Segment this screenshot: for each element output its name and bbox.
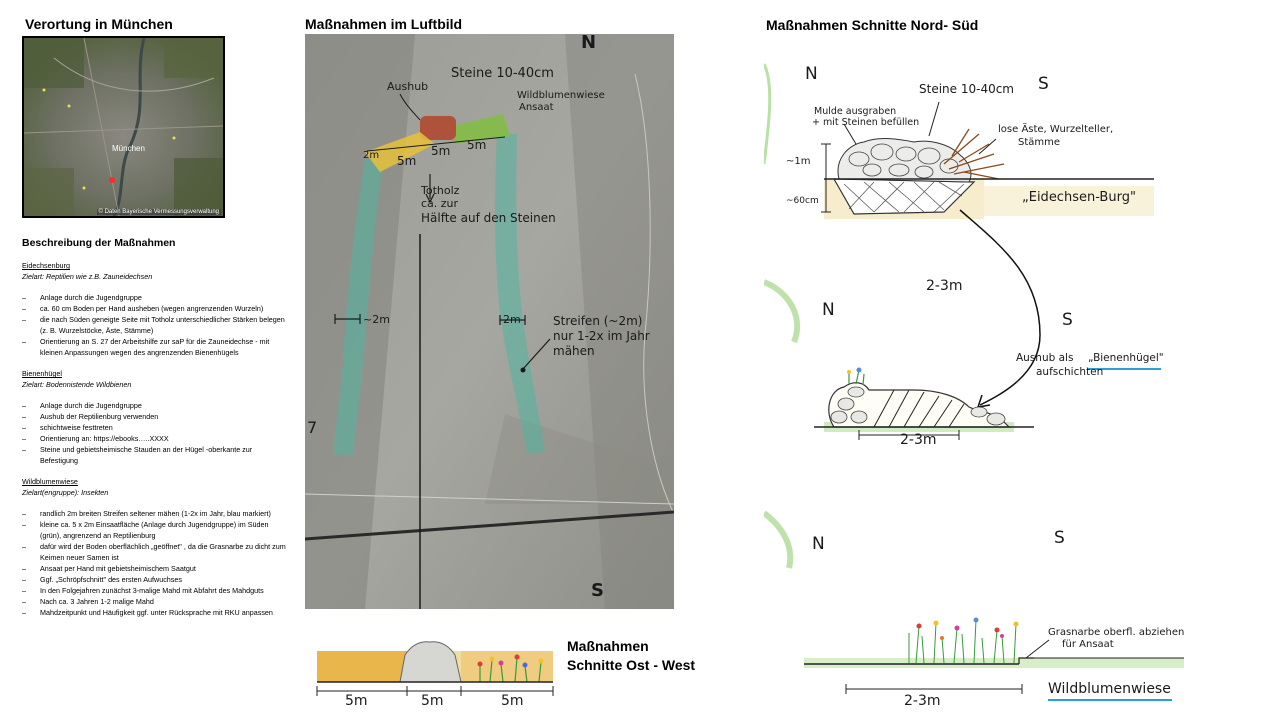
ns3-north-marker: N — [812, 534, 825, 554]
ns1-depth-1m: ~1m — [786, 156, 811, 167]
list-item: In den Folgejahren zunächst 3-malige Mah… — [22, 585, 287, 596]
ns1-depth-60cm: ~60cm — [786, 196, 819, 206]
edge-number: 7 — [307, 418, 318, 437]
aerial-photo — [305, 34, 674, 609]
list-item: Orientierung an: https://ebooks…..XXXX — [22, 433, 287, 444]
wildblumen-label: Wildblumenwiese — [517, 90, 605, 101]
measure-list: Anlage durch die Jugendgruppe Aushub der… — [22, 400, 287, 466]
list-item: Anlage durch die Jugendgruppe — [22, 292, 287, 303]
ns2-aushub-label: Aushub als — [1016, 352, 1074, 364]
list-item: Ansaat per Hand mit gebietsheimischem Sa… — [22, 563, 287, 574]
ns2-bienenhuegel-label: „Bienenhügel" — [1088, 352, 1164, 364]
map-city-label: München — [112, 144, 145, 153]
section-bienenhuegel: Bienenhügel Zielart: Bodennistende Wildb… — [22, 368, 287, 466]
list-item: Nach ca. 3 Jahren 1-2 malige Mahd — [22, 596, 287, 607]
wildblumenwiese-drawing — [762, 510, 1184, 701]
satellite-map-image — [24, 38, 223, 216]
munich-location-map: München © Daten Bayerische Vermessungsve… — [22, 36, 225, 218]
ns1-mulde-label: Mulde ausgraben — [814, 106, 897, 117]
ns1-staemme-label: Stämme — [1018, 137, 1061, 148]
measure-list: Anlage durch die Jugendgruppe ca. 60 cm … — [22, 292, 287, 358]
dim-5m-right: 5m — [467, 138, 487, 152]
description-title: Beschreibung der Maßnahmen — [22, 237, 176, 249]
ns3-south-marker: S — [1054, 528, 1065, 548]
ns1-south-marker: S — [1038, 74, 1049, 94]
list-item: Orientierung an S. 27 der Arbeitshilfe z… — [22, 336, 287, 358]
map-credit: © Daten Bayerische Vermessungsverwaltung — [96, 209, 221, 215]
list-item: ca. 60 cm Boden per Hand ausheben (wegen… — [22, 303, 287, 314]
list-item: Aushub der Reptilienburg verwenden — [22, 411, 287, 422]
section-title: Eidechsenburg — [22, 261, 70, 270]
streifen-label-1: Streifen (~2m) — [553, 314, 643, 328]
ns1-eidechsenburg-label: „Eidechsen-Burg" — [1022, 190, 1136, 205]
list-item: die nach Süden geneigte Seite mit Tothol… — [22, 314, 287, 336]
section-target: Zielart(engruppe): Insekten — [22, 488, 109, 497]
dim-5m-center: 5m — [431, 144, 451, 158]
ns3-ansaat-label: für Ansaat — [1062, 639, 1114, 650]
right-strip-width: 2m — [503, 313, 521, 326]
list-item: schichtweise festtreten — [22, 422, 287, 433]
aerial-heading: Maßnahmen im Luftbild — [305, 16, 463, 32]
ew-dim-2: 5m — [421, 693, 444, 709]
list-item: Steine und gebietsheimische Stauden an d… — [22, 444, 287, 466]
ew-section-drawing — [316, 641, 554, 696]
list-item: randlich 2m breiten Streifen seltener mä… — [22, 508, 287, 519]
ns1-mulde-label-2: + mit Steinen befüllen — [812, 117, 920, 128]
list-item: Mahdzeitpunkt und Häufigkeit ggf. unter … — [22, 607, 287, 618]
section-title: Bienenhügel — [22, 369, 62, 378]
location-heading: Verortung in München — [25, 16, 173, 32]
aushub-label: Aushub — [387, 80, 429, 93]
ns2-width-top: 2-3m — [926, 278, 963, 294]
ew-heading-line2: Schnitte Ost - West — [567, 657, 696, 673]
dim-5m-left: 5m — [397, 154, 417, 168]
ns-section-bienenhuegel: N S 2-3m Aushub als „Bienenhügel" aufsch… — [762, 272, 1204, 462]
list-item: Anlage durch die Jugendgruppe — [22, 400, 287, 411]
ns1-steine-label: Steine 10-40cm — [919, 82, 1014, 96]
totholz-note-2: Hälfte auf den Steinen — [421, 211, 556, 225]
section-wildblumenwiese: Wildblumenwiese Zielart(engruppe): Insek… — [22, 476, 287, 618]
ns-sections-heading: Maßnahmen Schnitte Nord- Süd — [766, 17, 979, 33]
east-west-section-sketch: 5m 5m 5m — [305, 620, 570, 716]
measures-description: Beschreibung der Maßnahmen Eidechsenburg… — [22, 236, 287, 628]
list-item: Ggf. „Schröpfschnitt" des ersten Aufwuch… — [22, 574, 287, 585]
section-target: Zielart: Reptilien wie z.B. Zauneidechse… — [22, 272, 153, 281]
ns3-grasnarbe-label: Grasnarbe oberfl. abziehen — [1048, 627, 1185, 638]
ns2-north-marker: N — [822, 300, 835, 320]
ew-dim-3: 5m — [501, 693, 524, 709]
streifen-label-3: mähen — [553, 344, 595, 358]
ns3-wildblumenwiese-label: Wildblumenwiese — [1048, 681, 1171, 697]
totholz-note-1: ca. zur — [421, 197, 459, 210]
ns2-width-bottom: 2-3m — [900, 432, 937, 448]
ns-section-eidechsenburg: N S Steine 10-40cm Mulde ausgraben + mit… — [762, 44, 1204, 230]
ns2-south-marker: S — [1062, 310, 1073, 330]
ns-section-wildblumenwiese: N S Grasnarbe oberfl. abziehen für Ansaa… — [762, 508, 1204, 714]
ew-dim-1: 5m — [345, 693, 368, 709]
steine-label: Steine 10-40cm — [451, 66, 554, 81]
ns3-width: 2-3m — [904, 693, 941, 709]
north-marker: N — [581, 34, 597, 53]
section-target: Zielart: Bodennistende Wildbienen — [22, 380, 132, 389]
aerial-photo-panel: N S Aushub Steine 10-40cm Wildblumenwies… — [305, 34, 674, 609]
streifen-label-2: nur 1-2x im Jahr — [553, 329, 650, 343]
measure-list: randlich 2m breiten Streifen seltener mä… — [22, 508, 287, 618]
dim-2m: 2m — [363, 150, 380, 161]
south-marker: S — [591, 580, 604, 601]
eidechsenburg-drawing — [762, 63, 1154, 219]
section-title: Wildblumenwiese — [22, 477, 78, 486]
section-eidechsenburg: Eidechsenburg Zielart: Reptilien wie z.B… — [22, 260, 287, 358]
bienenhuegel-drawing — [762, 279, 1161, 440]
ns1-north-marker: N — [805, 64, 818, 84]
ns1-aeste-label: lose Äste, Wurzelteller, — [998, 124, 1114, 135]
left-strip-width: ~2m — [363, 313, 390, 326]
list-item: dafür wird der Boden oberflächlich „geöf… — [22, 541, 287, 563]
ew-heading-line1: Maßnahmen — [567, 638, 649, 654]
list-item: kleine ca. 5 x 2m Einsaatfläche (Anlage … — [22, 519, 287, 541]
ns2-aufschichten-label: aufschichten — [1036, 366, 1104, 378]
ansaat-label: Ansaat — [519, 102, 554, 113]
totholz-label: Totholz — [421, 184, 460, 197]
